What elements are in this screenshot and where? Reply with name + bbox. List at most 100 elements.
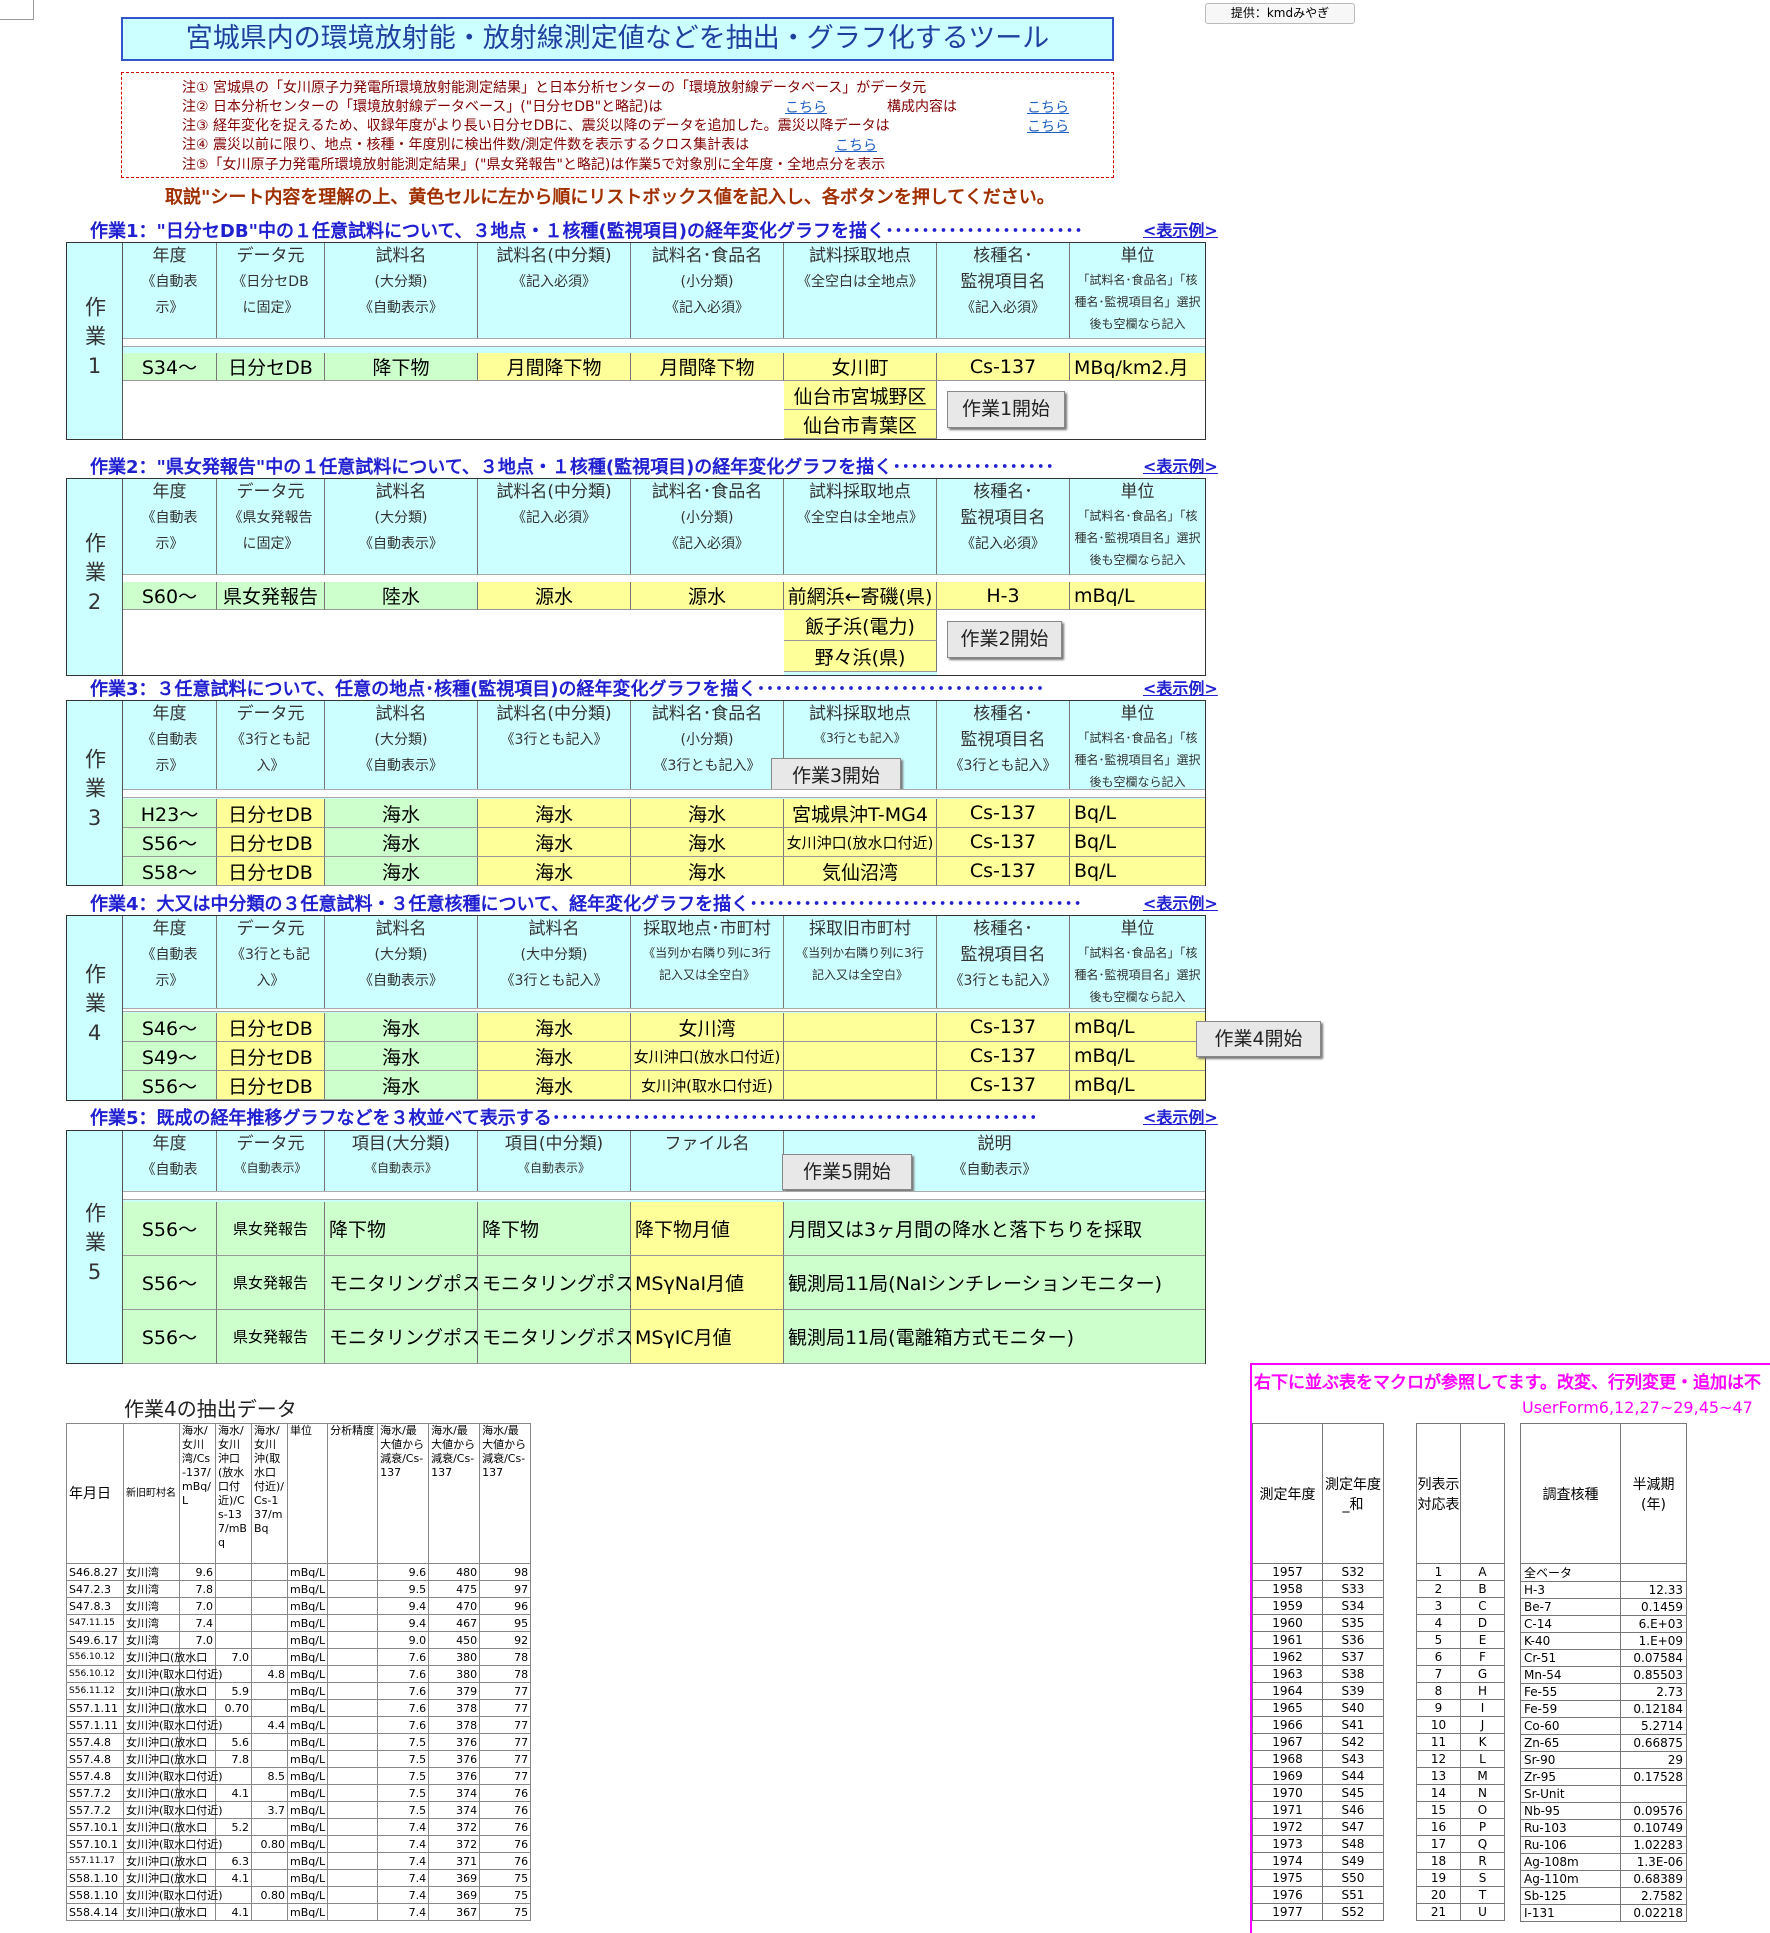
ref-cell[interactable]: 13: [1416, 1767, 1461, 1785]
ref-cell[interactable]: 1971: [1252, 1801, 1323, 1819]
extract-cell[interactable]: mBq/L: [286, 1886, 329, 1904]
ref-cell[interactable]: 0.66875: [1620, 1734, 1687, 1752]
ref-cell[interactable]: 1974: [1252, 1852, 1323, 1870]
ref-cell[interactable]: P: [1460, 1818, 1505, 1836]
ref-cell[interactable]: O: [1460, 1801, 1505, 1819]
extract-cell[interactable]: [327, 1886, 379, 1904]
extract-cell[interactable]: mBq/L: [286, 1716, 329, 1734]
ref-cell[interactable]: 11: [1416, 1733, 1461, 1751]
task3-nuclide-cell[interactable]: Cs-137: [937, 799, 1070, 828]
extract-cell[interactable]: mBq/L: [286, 1580, 329, 1598]
ref-cell[interactable]: S: [1460, 1869, 1505, 1887]
extract-cell[interactable]: 7.4: [377, 1869, 430, 1887]
extract-cell[interactable]: S57.4.8: [66, 1733, 124, 1751]
extract-cell[interactable]: [251, 1852, 288, 1870]
extract-cell[interactable]: 380: [428, 1648, 481, 1666]
ref-cell[interactable]: Q: [1460, 1835, 1505, 1853]
extract-cell[interactable]: 7.4: [377, 1852, 430, 1870]
extract-cell[interactable]: 380: [428, 1665, 481, 1683]
ref-cell[interactable]: S40: [1322, 1699, 1384, 1717]
task4-nuclide-cell[interactable]: Cs-137: [937, 1013, 1070, 1042]
extract-cell[interactable]: 9.0: [377, 1631, 430, 1649]
extract-cell[interactable]: [327, 1801, 379, 1819]
ref-cell[interactable]: 0.1459: [1620, 1598, 1687, 1616]
ref-cell[interactable]: 0.02218: [1620, 1904, 1687, 1922]
extract-cell[interactable]: S47.8.3: [66, 1597, 124, 1615]
task4-unit-cell[interactable]: mBq/L: [1070, 1071, 1205, 1100]
ref-cell[interactable]: R: [1460, 1852, 1505, 1870]
task1-site-cell-2[interactable]: 仙台市宮城野区: [784, 381, 937, 410]
extract-cell[interactable]: mBq/L: [286, 1835, 329, 1853]
extract-cell[interactable]: S57.1.11: [66, 1699, 124, 1717]
extract-cell[interactable]: [251, 1614, 288, 1632]
ref-cell[interactable]: Sr-Unit: [1520, 1785, 1621, 1803]
extract-cell[interactable]: 4.1: [215, 1869, 252, 1887]
ref-cell[interactable]: A: [1460, 1563, 1505, 1581]
extract-cell[interactable]: [327, 1648, 379, 1666]
ref-cell[interactable]: Fe-59: [1520, 1700, 1621, 1718]
ref-cell[interactable]: S42: [1322, 1733, 1384, 1751]
extract-cell[interactable]: 78: [479, 1648, 532, 1666]
task3-site-cell[interactable]: 女川沖口(放水口付近): [784, 828, 937, 857]
ref-cell[interactable]: 2: [1416, 1580, 1461, 1598]
task4-example-link[interactable]: <表示例>: [1143, 894, 1218, 913]
extract-cell[interactable]: 5.2: [215, 1818, 252, 1836]
extract-cell[interactable]: S57.7.2: [66, 1801, 124, 1819]
extract-cell[interactable]: 7.8: [215, 1750, 252, 1768]
extract-cell[interactable]: mBq/L: [286, 1699, 329, 1717]
task1-sample-mid-cell[interactable]: 月間降下物: [478, 353, 631, 381]
extract-cell[interactable]: 7.5: [377, 1733, 430, 1751]
ref-cell[interactable]: C: [1460, 1597, 1505, 1615]
task4-unit-cell[interactable]: mBq/L: [1070, 1042, 1205, 1071]
ref-cell[interactable]: S33: [1322, 1580, 1384, 1598]
ref-cell[interactable]: Ru-106: [1520, 1836, 1621, 1854]
task4-old-city-cell[interactable]: [784, 1071, 937, 1100]
extract-cell[interactable]: mBq/L: [286, 1767, 329, 1785]
ref-cell[interactable]: 5: [1416, 1631, 1461, 1649]
extract-cell[interactable]: 7.6: [377, 1716, 430, 1734]
ref-cell[interactable]: 9: [1416, 1699, 1461, 1717]
extract-cell[interactable]: 77: [479, 1750, 532, 1768]
ref-cell[interactable]: 0.12184: [1620, 1700, 1687, 1718]
extract-cell[interactable]: 女川湾: [123, 1563, 180, 1581]
ref-cell[interactable]: S38: [1322, 1665, 1384, 1683]
extract-cell[interactable]: 9.6: [179, 1563, 216, 1581]
ref-cell[interactable]: S39: [1322, 1682, 1384, 1700]
task3-unit-cell[interactable]: Bq/L: [1070, 828, 1205, 857]
task1-unit-cell[interactable]: MBq/km2.月: [1070, 353, 1205, 381]
ref-cell[interactable]: C-14: [1520, 1615, 1621, 1633]
extract-cell[interactable]: 369: [428, 1869, 481, 1887]
task3-nuclide-cell[interactable]: Cs-137: [937, 828, 1070, 857]
ref-cell[interactable]: 1961: [1252, 1631, 1323, 1649]
task4-source-cell[interactable]: 日分セDB: [217, 1042, 325, 1071]
task3-site-cell[interactable]: 宮城県沖T-MG4: [784, 799, 937, 828]
extract-cell[interactable]: 女川沖口(放水口: [123, 1648, 207, 1666]
extract-cell[interactable]: 0.80: [251, 1886, 288, 1904]
ref-cell[interactable]: Ru-103: [1520, 1819, 1621, 1837]
extract-cell[interactable]: mBq/L: [286, 1648, 329, 1666]
extract-cell[interactable]: [327, 1631, 379, 1649]
ref-cell[interactable]: H: [1460, 1682, 1505, 1700]
extract-cell[interactable]: 7.6: [377, 1699, 430, 1717]
task4-sample-mid-cell[interactable]: 海水: [478, 1013, 631, 1042]
extract-cell[interactable]: 369: [428, 1886, 481, 1904]
task5-example-link[interactable]: <表示例>: [1143, 1108, 1218, 1127]
extract-cell[interactable]: [327, 1614, 379, 1632]
extract-cell[interactable]: 女川沖(取水口付近): [123, 1835, 223, 1853]
ref-cell[interactable]: 16: [1416, 1818, 1461, 1836]
task3-unit-cell[interactable]: Bq/L: [1070, 857, 1205, 886]
ref-cell[interactable]: S50: [1322, 1869, 1384, 1887]
ref-cell[interactable]: 1.02283: [1620, 1836, 1687, 1854]
ref-cell[interactable]: Co-60: [1520, 1717, 1621, 1735]
ref-cell[interactable]: Fe-55: [1520, 1683, 1621, 1701]
ref-cell[interactable]: 1977: [1252, 1903, 1323, 1921]
extract-cell[interactable]: 376: [428, 1733, 481, 1751]
extract-cell[interactable]: [327, 1733, 379, 1751]
ref-cell[interactable]: 10: [1416, 1716, 1461, 1734]
extract-cell[interactable]: 76: [479, 1801, 532, 1819]
extract-cell[interactable]: 女川沖口(放水口: [123, 1818, 207, 1836]
extract-cell[interactable]: [215, 1580, 252, 1598]
extract-cell[interactable]: S56.10.12: [66, 1665, 124, 1683]
extract-cell[interactable]: 467: [428, 1614, 481, 1632]
extract-cell[interactable]: mBq/L: [286, 1852, 329, 1870]
